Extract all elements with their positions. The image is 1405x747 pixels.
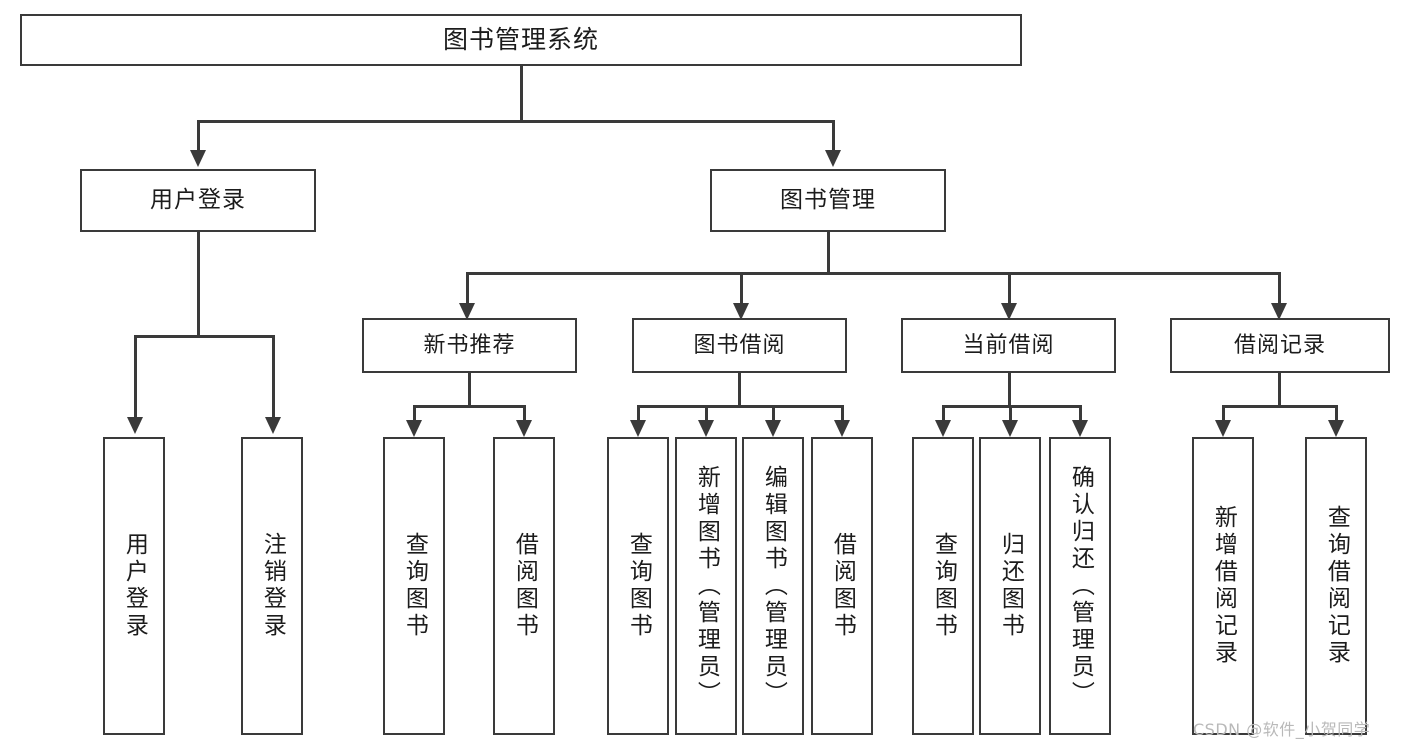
connector-current-borrow-drop-0 — [942, 405, 945, 421]
leaf-new-book-0[interactable]: 查询图书 — [383, 437, 445, 735]
arrow-to-leaf-current-borrow-2 — [1072, 420, 1088, 437]
leaf-label: 新增图书（管理员） — [693, 464, 720, 708]
connector-book-borrow-bus — [637, 405, 843, 408]
connector-user-login-drop-0 — [134, 335, 137, 418]
leaf-current-borrow-0[interactable]: 查询图书 — [912, 437, 974, 735]
connector-current-borrow-bus — [942, 405, 1081, 408]
arrow-to-leaf-book-borrow-3 — [834, 420, 850, 437]
leaf-user-login-0[interactable]: 用户登录 — [103, 437, 165, 735]
node-current-borrow[interactable]: 当前借阅 — [901, 318, 1116, 373]
connector-book-manage-drop-1 — [740, 272, 743, 310]
leaf-book-borrow-3[interactable]: 借阅图书 — [811, 437, 873, 735]
arrow-to-user-login — [190, 150, 206, 167]
arrow-to-leaf-new-book-0 — [406, 420, 422, 437]
leaf-label: 用户登录 — [121, 532, 148, 640]
arrow-to-leaf-current-borrow-1 — [1002, 420, 1018, 437]
connector-borrow-record-stem — [1278, 373, 1281, 405]
connector-new-book-drop-0 — [413, 405, 416, 421]
node-user-login[interactable]: 用户登录 — [80, 169, 316, 232]
arrow-to-leaf-book-borrow-0 — [630, 420, 646, 437]
leaf-borrow-record-1[interactable]: 查询借阅记录 — [1305, 437, 1367, 735]
connector-borrow-record-bus — [1222, 405, 1337, 408]
node-label: 图书管理系统 — [442, 25, 599, 55]
connector-root-drop-right — [832, 120, 835, 151]
arrow-to-leaf-current-borrow-0 — [935, 420, 951, 437]
connector-current-borrow-drop-2 — [1079, 405, 1082, 421]
connector-new-book-drop-1 — [523, 405, 526, 421]
connector-book-borrow-drop-0 — [637, 405, 640, 421]
arrow-to-leaf-borrow-record-1 — [1328, 420, 1344, 437]
connector-root-stem — [520, 66, 523, 120]
arrow-to-book-manage — [825, 150, 841, 167]
connector-book-manage-drop-2 — [1008, 272, 1011, 310]
node-label: 当前借阅 — [962, 332, 1055, 358]
connector-user-login-stem — [197, 232, 200, 335]
arrow-to-leaf-borrow-record-0 — [1215, 420, 1231, 437]
node-book-management[interactable]: 图书管理 — [710, 169, 946, 232]
node-label: 新书推荐 — [423, 332, 516, 358]
connector-current-borrow-drop-1 — [1009, 405, 1012, 421]
connector-book-manage-drop-3 — [1278, 272, 1281, 310]
node-new-book-recommend[interactable]: 新书推荐 — [362, 318, 577, 373]
leaf-current-borrow-1[interactable]: 归还图书 — [979, 437, 1041, 735]
node-borrow-record[interactable]: 借阅记录 — [1170, 318, 1390, 373]
leaf-label: 编辑图书（管理员） — [760, 464, 787, 708]
leaf-borrow-record-0[interactable]: 新增借阅记录 — [1192, 437, 1254, 735]
leaf-label: 查询借阅记录 — [1323, 505, 1350, 667]
leaf-user-login-1[interactable]: 注销登录 — [241, 437, 303, 735]
connector-book-manage-bus — [466, 272, 1280, 275]
arrow-to-book-borrow — [733, 303, 749, 320]
leaf-book-borrow-1[interactable]: 新增图书（管理员） — [675, 437, 737, 735]
leaf-label: 确认归还（管理员） — [1067, 464, 1094, 708]
connector-user-login-bus — [134, 335, 274, 338]
arrow-to-new-book — [459, 303, 475, 320]
leaf-label: 归还图书 — [997, 532, 1024, 640]
connector-book-manage-stem — [827, 232, 830, 272]
arrow-to-leaf-new-book-1 — [516, 420, 532, 437]
node-label: 图书借阅 — [693, 332, 786, 358]
arrow-to-leaf-user-login-1 — [265, 417, 281, 434]
leaf-book-borrow-0[interactable]: 查询图书 — [607, 437, 669, 735]
connector-current-borrow-stem — [1008, 373, 1011, 405]
node-label: 借阅记录 — [1233, 332, 1326, 358]
connector-user-login-drop-1 — [272, 335, 275, 418]
leaf-label: 借阅图书 — [511, 532, 538, 640]
arrow-to-current-borrow — [1001, 303, 1017, 320]
connector-root-drop-left — [197, 120, 200, 151]
connector-book-borrow-drop-3 — [841, 405, 844, 421]
arrow-to-leaf-book-borrow-2 — [765, 420, 781, 437]
leaf-label: 借阅图书 — [829, 532, 856, 640]
connector-borrow-record-drop-1 — [1335, 405, 1338, 421]
leaf-label: 新增借阅记录 — [1210, 505, 1237, 667]
leaf-new-book-1[interactable]: 借阅图书 — [493, 437, 555, 735]
connector-book-borrow-drop-1 — [705, 405, 708, 421]
connector-book-manage-drop-0 — [466, 272, 469, 310]
arrow-to-leaf-book-borrow-1 — [698, 420, 714, 437]
connector-root-bus — [197, 120, 834, 123]
node-label: 用户登录 — [150, 186, 246, 213]
node-root-system[interactable]: 图书管理系统 — [20, 14, 1022, 66]
connector-borrow-record-drop-0 — [1222, 405, 1225, 421]
connector-book-borrow-stem — [738, 373, 741, 405]
node-book-borrow[interactable]: 图书借阅 — [632, 318, 847, 373]
connector-new-book-stem — [468, 373, 471, 405]
arrow-to-borrow-record — [1271, 303, 1287, 320]
leaf-label: 查询图书 — [401, 532, 428, 640]
leaf-label: 查询图书 — [930, 532, 957, 640]
connector-book-borrow-drop-2 — [772, 405, 775, 421]
arrow-to-leaf-user-login-0 — [127, 417, 143, 434]
leaf-label: 查询图书 — [625, 532, 652, 640]
leaf-current-borrow-2[interactable]: 确认归还（管理员） — [1049, 437, 1111, 735]
node-label: 图书管理 — [780, 186, 876, 213]
leaf-label: 注销登录 — [259, 532, 286, 640]
connector-new-book-bus — [413, 405, 525, 408]
leaf-book-borrow-2[interactable]: 编辑图书（管理员） — [742, 437, 804, 735]
